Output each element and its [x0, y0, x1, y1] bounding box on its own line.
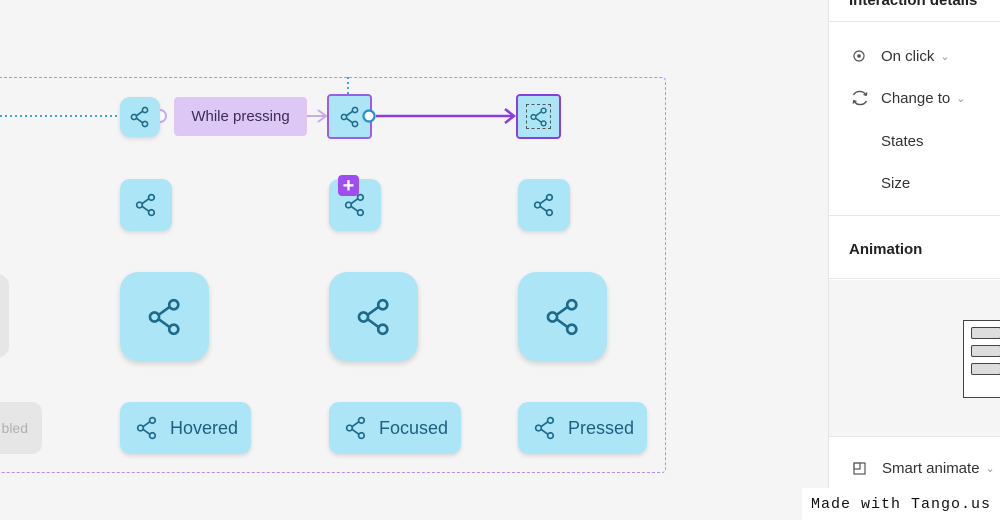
interaction-details-panel: Interaction details On click ⌄ Change to… — [828, 0, 1000, 520]
states-label: States — [881, 132, 924, 150]
noodle-handle[interactable] — [362, 109, 376, 123]
action-dropdown[interactable]: Change to ⌄ — [829, 86, 1000, 110]
refresh-icon — [852, 90, 868, 106]
panel-header: Interaction details — [829, 0, 1000, 12]
hovered-label: Hovered — [170, 417, 239, 438]
share-icon — [135, 193, 156, 217]
action-label: Change to — [881, 89, 951, 107]
share-icon — [533, 193, 554, 217]
noodle-arrowhead — [504, 108, 517, 124]
chevron-down-icon: ⌄ — [956, 92, 966, 105]
while-pressing-trigger-label[interactable]: While pressing — [174, 97, 307, 136]
divider — [829, 21, 1000, 22]
focused-label: Focused — [379, 417, 449, 438]
share-tile-default-small[interactable] — [120, 97, 160, 137]
animation-type-label: Smart animate — [882, 459, 980, 477]
trigger-arrowhead — [317, 109, 328, 123]
trigger-label: On click — [881, 47, 935, 65]
share-tile-destination[interactable] — [516, 94, 561, 139]
size-label: Size — [881, 174, 911, 192]
share-icon — [357, 298, 389, 335]
smart-animate-icon — [853, 461, 866, 475]
divider — [829, 278, 1000, 279]
plus-icon[interactable]: + — [338, 175, 359, 196]
design-canvas[interactable]: While pressing + bled Hovered Focused — [0, 0, 828, 520]
animation-section-header: Animation — [829, 237, 1000, 261]
trigger-dropdown[interactable]: On click ⌄ — [829, 44, 1000, 68]
chevron-down-icon: ⌄ — [940, 50, 950, 63]
share-tile-pressed-large[interactable] — [518, 272, 607, 361]
share-tile-focused-large[interactable] — [329, 272, 418, 361]
disabled-label: bled — [1, 420, 28, 436]
size-row: Size — [829, 171, 1000, 195]
animation-type-dropdown[interactable]: Smart animate ⌄ — [829, 456, 1000, 480]
share-tile-hovered-medium[interactable] — [120, 179, 172, 231]
divider — [829, 436, 1000, 437]
target-icon — [853, 50, 865, 62]
states-row: States — [829, 129, 1000, 153]
preview-frame — [963, 320, 1000, 398]
pressed-label: Pressed — [568, 417, 635, 438]
animation-header-label: Animation — [849, 240, 923, 258]
share-icon — [340, 106, 358, 127]
share-icon — [529, 106, 547, 127]
panel-header-label: Interaction details — [849, 0, 978, 9]
component-set-frame[interactable] — [0, 77, 666, 473]
tango-watermark: Made with Tango.us — [802, 488, 1000, 520]
animation-preview — [829, 280, 1000, 436]
share-icon — [534, 416, 555, 440]
share-icon — [546, 298, 578, 335]
share-tile-hovered-large[interactable] — [120, 272, 209, 361]
focused-pill-button[interactable]: Focused — [329, 402, 461, 454]
chevron-down-icon: ⌄ — [985, 462, 995, 475]
share-icon — [136, 416, 157, 440]
share-icon — [148, 298, 180, 335]
share-icon — [130, 106, 149, 128]
destination-dashed-box — [526, 104, 551, 129]
hovered-pill-button[interactable]: Hovered — [120, 402, 251, 454]
pressed-pill-button[interactable]: Pressed — [518, 402, 647, 454]
share-tile-pressed-medium[interactable] — [518, 179, 570, 231]
divider — [829, 215, 1000, 216]
disabled-pill-button[interactable]: bled — [0, 402, 42, 454]
share-icon — [344, 193, 365, 217]
share-icon — [345, 416, 366, 440]
disabled-tile-large[interactable] — [0, 274, 9, 358]
